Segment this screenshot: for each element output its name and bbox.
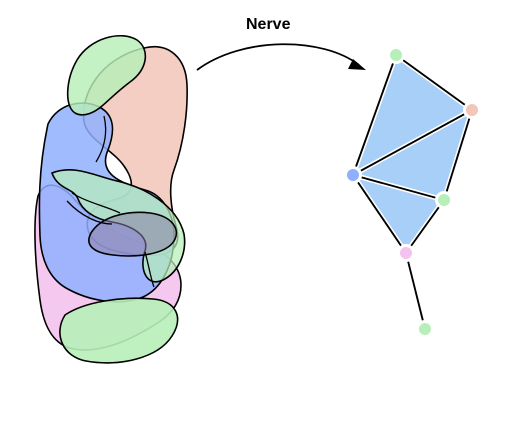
nerve-edge xyxy=(352,109,473,176)
nerve-node-green-mid xyxy=(435,191,453,209)
nerve-edge xyxy=(405,252,426,330)
nerve-edge xyxy=(352,54,397,176)
nerve-edge xyxy=(443,109,473,201)
nerve-node-green-bottom xyxy=(416,320,434,338)
set-small-overlap xyxy=(88,211,178,257)
nerve-complex xyxy=(344,46,481,338)
nerve-edge xyxy=(395,54,473,111)
overlap-outline-3 xyxy=(95,115,107,163)
open-cover-sets xyxy=(34,35,188,364)
set-green-top xyxy=(66,35,147,116)
nerve-node-blue xyxy=(344,166,362,184)
nerve-arrow-group: Nerve xyxy=(196,16,366,71)
overlap-outline-1 xyxy=(71,192,121,214)
nerve-node-salmon xyxy=(463,101,481,119)
arrow-label: Nerve xyxy=(246,16,291,33)
nerve-node-pink xyxy=(397,244,415,262)
nerve-arrow xyxy=(196,43,360,71)
nerve-edge xyxy=(352,174,407,254)
nerve-edge xyxy=(405,199,445,254)
overlap-outline-2 xyxy=(66,200,113,225)
nerve-node-green-top xyxy=(387,46,405,64)
overlap-outline-4 xyxy=(144,251,155,288)
set-green-bottom xyxy=(59,297,179,364)
arrow-head-icon xyxy=(348,59,366,70)
nerve-edge xyxy=(352,174,445,201)
